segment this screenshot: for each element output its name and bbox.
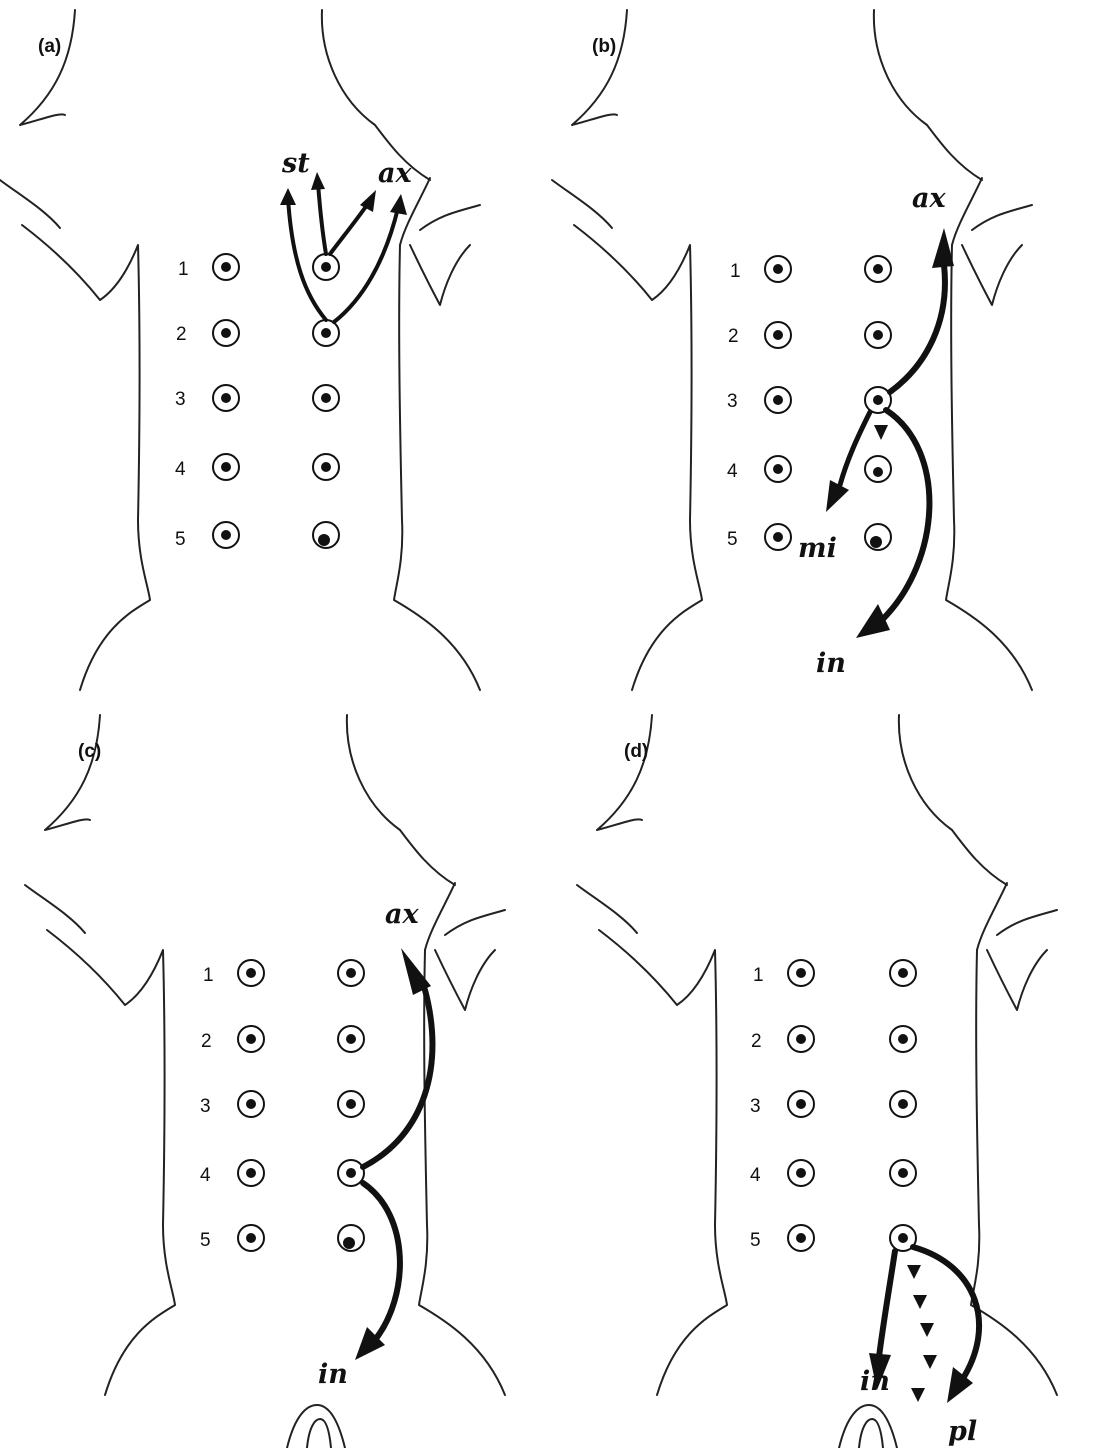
nipple-right-4	[890, 1160, 916, 1186]
gland-number-3: 3	[750, 1096, 761, 1117]
nipple-left-3	[238, 1091, 264, 1117]
nipple-left-1	[238, 960, 264, 986]
nipple-left-4	[765, 456, 791, 482]
nipple-right-2	[890, 1026, 916, 1052]
gland-numbers: 1 2 3 4 5	[727, 261, 741, 550]
destination-label-in: in	[318, 1359, 348, 1390]
gland-number-5: 5	[175, 529, 186, 550]
nipple-right-1	[313, 254, 339, 280]
destination-label-in: in	[860, 1366, 890, 1397]
gland-number-1: 1	[178, 259, 189, 280]
nipple-right-2	[865, 322, 891, 348]
panel-a: (a) 1 2 3 4 5	[0, 10, 480, 690]
nipple-right-5	[865, 524, 891, 550]
drainage-arrows	[280, 172, 407, 322]
gland-number-2: 2	[751, 1031, 762, 1052]
panel-b: (b) 1 2 3 4 5 ax	[552, 10, 1032, 690]
gland-number-5: 5	[200, 1230, 211, 1251]
nipple-right-4	[338, 1160, 364, 1186]
nipple-left-3	[788, 1091, 814, 1117]
gland-number-3: 3	[175, 389, 186, 410]
nipple-right-4	[313, 454, 339, 480]
gland-number-4: 4	[175, 459, 186, 480]
drainage-arrows	[826, 228, 954, 638]
nipple-left-1	[213, 254, 239, 280]
panel-d: (d) 1 2 3 4 5	[577, 715, 1057, 1448]
gland-number-2: 2	[728, 326, 739, 347]
nipple-left-2	[238, 1026, 264, 1052]
gland-numbers: 1 2 3 4 5	[175, 259, 189, 550]
destination-label-mi: mi	[798, 533, 837, 564]
gland-number-1: 1	[730, 261, 741, 282]
nipple-left-3	[213, 385, 239, 411]
panel-c: (c) 1 2 3 4 5 ax in	[25, 715, 505, 1448]
gland-number-1: 1	[203, 965, 214, 986]
nipple-left-1	[788, 960, 814, 986]
gland-numbers: 1 2 3 4 5	[200, 965, 214, 1251]
nipple-left-2	[213, 320, 239, 346]
nipple-left-4	[238, 1160, 264, 1186]
gland-numbers: 1 2 3 4 5	[750, 965, 764, 1251]
nipple-right-3	[313, 385, 339, 411]
nipple-right-5	[313, 522, 339, 548]
destination-label-st: st	[281, 148, 310, 179]
nipples	[238, 960, 364, 1251]
nipple-left-2	[788, 1026, 814, 1052]
gland-number-2: 2	[201, 1031, 212, 1052]
gland-number-5: 5	[727, 529, 738, 550]
nipple-right-1	[890, 960, 916, 986]
nipple-right-2	[338, 1026, 364, 1052]
nipple-right-4	[865, 456, 891, 482]
nipple-left-1	[765, 256, 791, 282]
destination-label-pl: pl	[948, 1416, 977, 1447]
nipple-left-2	[765, 322, 791, 348]
nipple-left-5	[238, 1225, 264, 1251]
gland-number-2: 2	[176, 324, 187, 345]
gland-number-1: 1	[753, 965, 764, 986]
nipples	[213, 254, 339, 548]
nipple-left-3	[765, 387, 791, 413]
nipple-left-5	[213, 522, 239, 548]
gland-number-3: 3	[200, 1096, 211, 1117]
nipple-left-5	[788, 1225, 814, 1251]
gland-number-5: 5	[750, 1230, 761, 1251]
gland-number-3: 3	[727, 391, 738, 412]
nipple-right-2	[313, 320, 339, 346]
panel-label: (c)	[78, 741, 101, 762]
gland-number-4: 4	[750, 1165, 761, 1186]
destination-label-ax: ax	[385, 899, 419, 930]
nipple-left-4	[213, 454, 239, 480]
panel-label: (b)	[592, 36, 616, 57]
gland-number-4: 4	[727, 461, 738, 482]
nipple-right-5	[338, 1225, 364, 1251]
destination-label-ax: ax	[912, 183, 946, 214]
gland-number-4: 4	[200, 1165, 211, 1186]
nipple-right-3	[890, 1091, 916, 1117]
panel-label: (a)	[38, 36, 61, 57]
nipple-left-4	[788, 1160, 814, 1186]
nipple-left-5	[765, 524, 791, 550]
nipple-right-1	[338, 960, 364, 986]
nipples	[788, 960, 916, 1251]
nipple-right-1	[865, 256, 891, 282]
destination-label-in: in	[816, 648, 846, 679]
panel-label: (d)	[624, 741, 648, 762]
destination-label-ax: ax	[378, 158, 412, 189]
nipple-right-3	[338, 1091, 364, 1117]
